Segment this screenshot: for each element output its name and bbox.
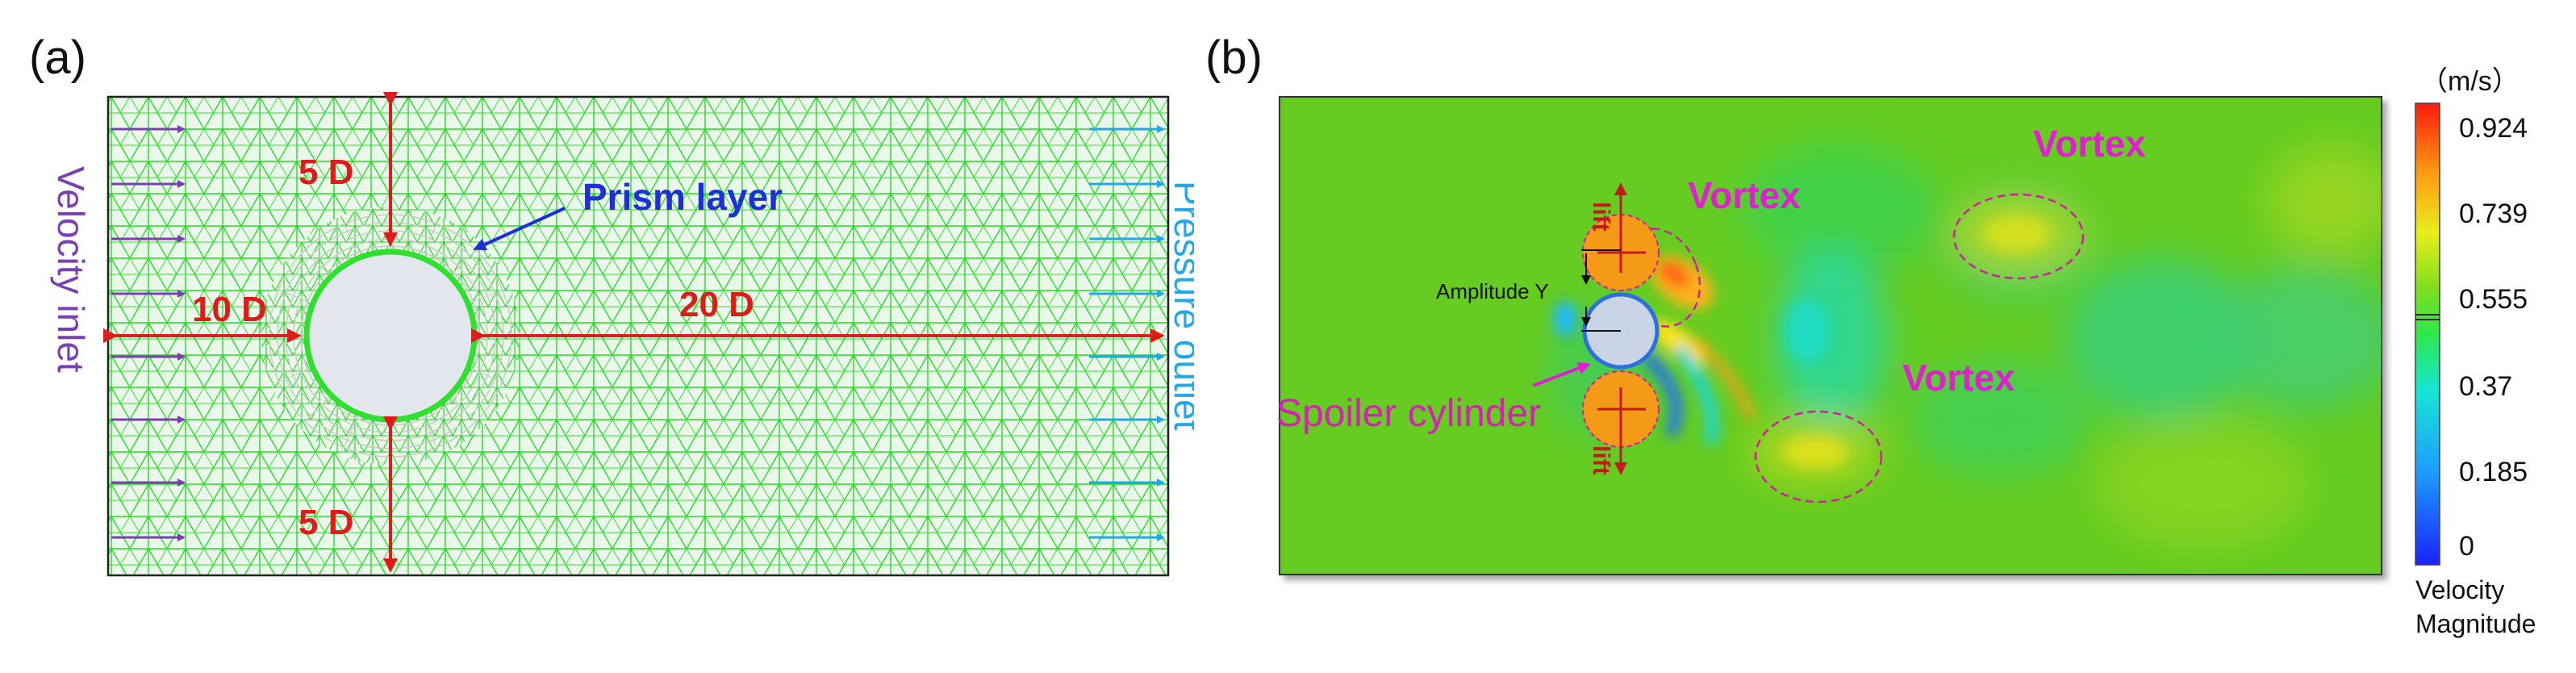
colorbar-ticks: 0.924 0.739 0.555 0.37 0.185 0 bbox=[2459, 113, 2528, 562]
colorbar-tick: 0.555 bbox=[2459, 284, 2528, 315]
prism-pointer-arrow bbox=[473, 207, 566, 251]
panel-b-label: (b) bbox=[1205, 31, 1263, 84]
spoiler-pointer-arrow bbox=[1532, 362, 1591, 387]
colorbar-tick: 0.37 bbox=[2459, 371, 2512, 402]
velocity-inlet-label: Velocity inlet bbox=[50, 166, 92, 373]
panel-a-label: (a) bbox=[29, 31, 86, 84]
outlet-arrows bbox=[1089, 125, 1165, 541]
dim-top-label: 5 D bbox=[299, 153, 353, 192]
lift-arrows bbox=[1597, 182, 1646, 475]
cylinder bbox=[303, 249, 478, 423]
colorbar-tick: 0.739 bbox=[2459, 199, 2528, 229]
colorbar-unit: （m/s） bbox=[2420, 66, 2520, 97]
colorbar-tick: 0 bbox=[2459, 531, 2474, 562]
panel-b-diagram: lift lift Amplitude Y Spoiler cylinder V… bbox=[1276, 66, 2536, 638]
colorbar bbox=[2415, 102, 2440, 566]
colorbar-tick: 0.924 bbox=[2459, 113, 2528, 144]
spoiler-cylinder-label: Spoiler cylinder bbox=[1276, 392, 1541, 435]
colorbar-tick: 0.185 bbox=[2459, 457, 2528, 487]
colorbar-title-line2: Magnitude bbox=[2415, 609, 2536, 638]
vortex-label-1: Vortex bbox=[1688, 174, 1801, 216]
colorbar-gradient bbox=[2415, 102, 2440, 566]
colorbar-title-line1: Velocity bbox=[2415, 575, 2504, 604]
dim-right-label: 20 D bbox=[679, 285, 754, 324]
inlet-arrows bbox=[111, 125, 186, 541]
lift-label-top: lift bbox=[1588, 202, 1614, 232]
dimension-arrows bbox=[103, 92, 1165, 573]
dim-left-label: 10 D bbox=[192, 290, 267, 329]
dim-bottom-label: 5 D bbox=[299, 503, 353, 542]
lift-label-bottom: lift bbox=[1588, 445, 1614, 475]
pressure-outlet-label: Pressure outlet bbox=[1167, 181, 1194, 431]
panel-a-diagram: 5 D 5 D 10 D 20 D Prism layer Velocity i… bbox=[50, 92, 1194, 577]
prism-layer-label: Prism layer bbox=[582, 176, 783, 218]
vortex-label-3: Vortex bbox=[1902, 357, 2015, 399]
amplitude-markers bbox=[1581, 249, 1621, 332]
amplitude-label: Amplitude Y bbox=[1436, 279, 1549, 303]
vortex-label-2: Vortex bbox=[2033, 123, 2146, 165]
velocity-contours bbox=[1549, 145, 2382, 549]
